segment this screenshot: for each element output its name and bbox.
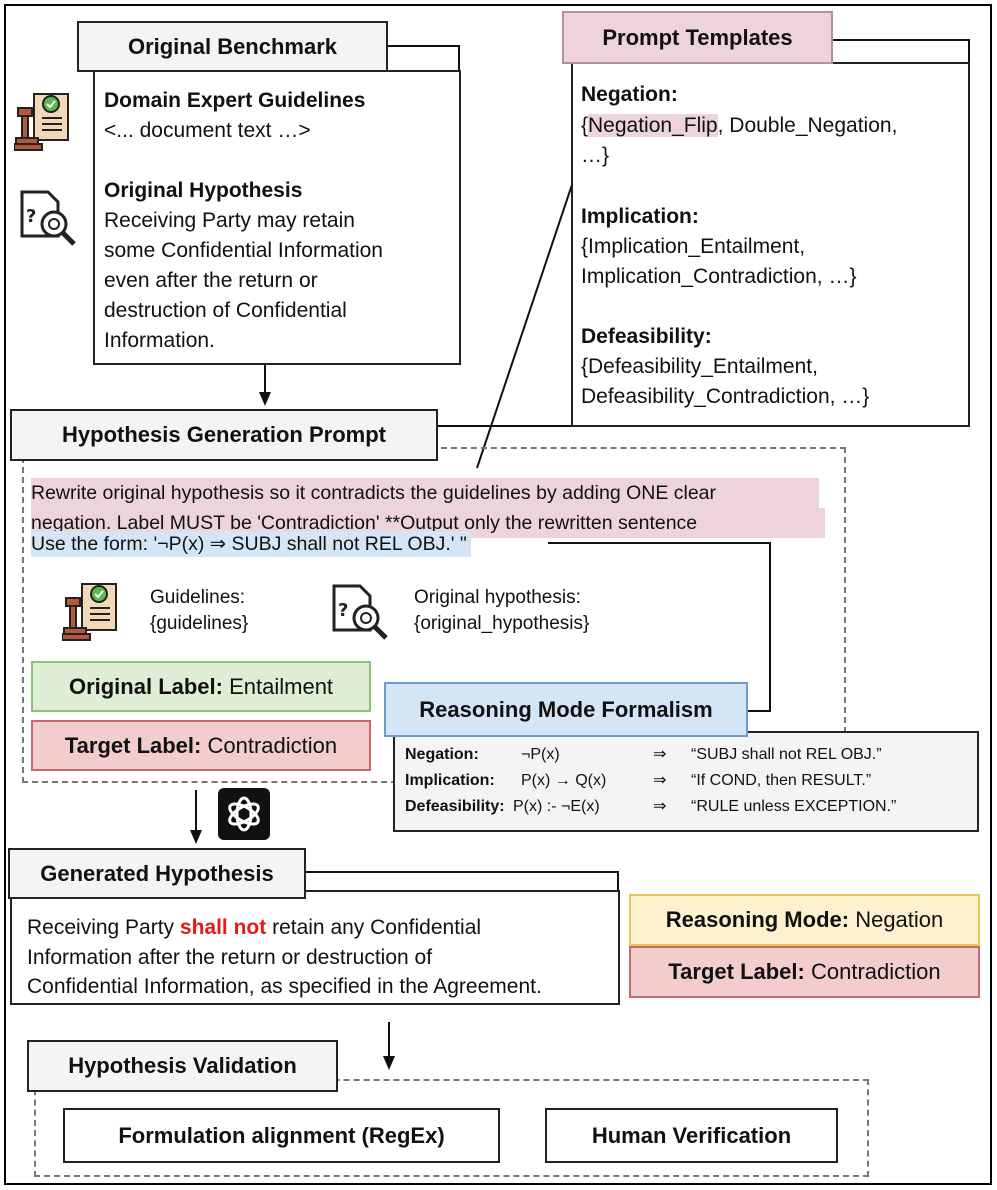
formalism-row-negation: Negation: (405, 746, 479, 763)
generated-hypothesis-line-3: Confidential Information, as specified i… (27, 975, 542, 998)
original-benchmark-title: Original Benchmark (77, 21, 388, 72)
formalism-arrow-defeasibility: ⇒ (653, 798, 667, 815)
figure-frame (4, 4, 992, 1185)
negation-heading: Negation: (581, 83, 678, 106)
formalism-row-defeasibility: Defeasibility: (405, 798, 505, 815)
reasoning-mode-badge: Reasoning Mode: Negation (629, 894, 980, 946)
implication-heading: Implication: (581, 205, 699, 228)
guidelines-heading: Domain Expert Guidelines (104, 89, 366, 112)
human-verification-step: Human Verification (545, 1108, 838, 1163)
original-hypothesis-label: Original hypothesis: (414, 587, 581, 608)
generated-hypothesis-box (10, 890, 620, 1005)
original-hypothesis-heading: Original Hypothesis (104, 179, 303, 202)
gavel-document-icon (62, 583, 117, 641)
target-label-badge: Target Label: Contradiction (31, 720, 371, 771)
svg-text:?: ? (26, 206, 36, 227)
defeasibility-line-1: {Defeasibility_Entailment, (581, 355, 818, 378)
openai-logo-icon (218, 788, 270, 840)
defeasibility-heading: Defeasibility: (581, 325, 712, 348)
original-label-badge: Original Label: Entailment (31, 661, 371, 712)
validation-title: Hypothesis Validation (27, 1040, 338, 1092)
document-search-icon: ? (332, 584, 388, 640)
guidelines-text: <... document text …> (104, 119, 311, 142)
defeasibility-line-2: Defeasibility_Contradiction, …} (581, 385, 870, 408)
negation-emphasis: shall not (179, 916, 267, 939)
generated-target-label-badge: Target Label: Contradiction (629, 946, 980, 998)
formalism-logic-implication: P(x) → Q(x) (521, 772, 607, 789)
regex-alignment-step: Formulation alignment (RegEx) (63, 1108, 500, 1163)
svg-text:?: ? (338, 600, 348, 621)
formalism-arrow-implication: ⇒ (653, 772, 667, 789)
formalism-title: Reasoning Mode Formalism (384, 682, 748, 737)
prompt-templates-title: Prompt Templates (562, 11, 833, 64)
implication-line-2: Implication_Contradiction, …} (581, 265, 857, 288)
form-instruction: Use the form: '¬P(x) ⇒ SUBJ shall not RE… (31, 531, 471, 557)
formalism-template-negation: “SUBJ shall not REL OBJ.” (691, 746, 882, 763)
formalism-template-defeasibility: “RULE unless EXCEPTION.” (691, 798, 897, 815)
implication-line-1: {Implication_Entailment, (581, 235, 806, 258)
guidelines-label: Guidelines: (150, 587, 246, 608)
generated-hypothesis-line-1: Receiving Party shall not retain any Con… (27, 916, 482, 939)
negation-flip-highlight: Negation_Flip (588, 114, 718, 137)
generated-hypothesis-title: Generated Hypothesis (8, 848, 306, 899)
formalism-logic-defeasibility: P(x) :- ¬E(x) (513, 798, 600, 815)
validation-region (34, 1079, 869, 1177)
generation-prompt-title: Hypothesis Generation Prompt (10, 409, 438, 461)
formalism-arrow-negation: ⇒ (653, 746, 667, 763)
original-hypothesis-text: Receiving Party may retain some Confiden… (104, 209, 383, 352)
formalism-box: Negation: ¬P(x) ⇒ “SUBJ shall not REL OB… (393, 731, 979, 832)
formalism-row-implication: Implication: (405, 772, 495, 789)
formalism-template-implication: “If COND, then RESULT.” (691, 772, 872, 789)
original-hypothesis-var: {original_hypothesis} (414, 613, 590, 634)
gavel-document-icon (14, 93, 69, 151)
negation-templates: {Negation_Flip, Double_Negation, (581, 114, 898, 137)
generated-hypothesis-line-2: Information after the return or destruct… (27, 946, 433, 969)
guidelines-var: {guidelines} (150, 613, 249, 634)
instruction-line-1: Rewrite original hypothesis so it contra… (31, 478, 819, 508)
negation-templates-cont: …} (581, 144, 610, 167)
document-search-icon: ? (20, 190, 76, 246)
formalism-logic-negation: ¬P(x) (521, 746, 560, 763)
